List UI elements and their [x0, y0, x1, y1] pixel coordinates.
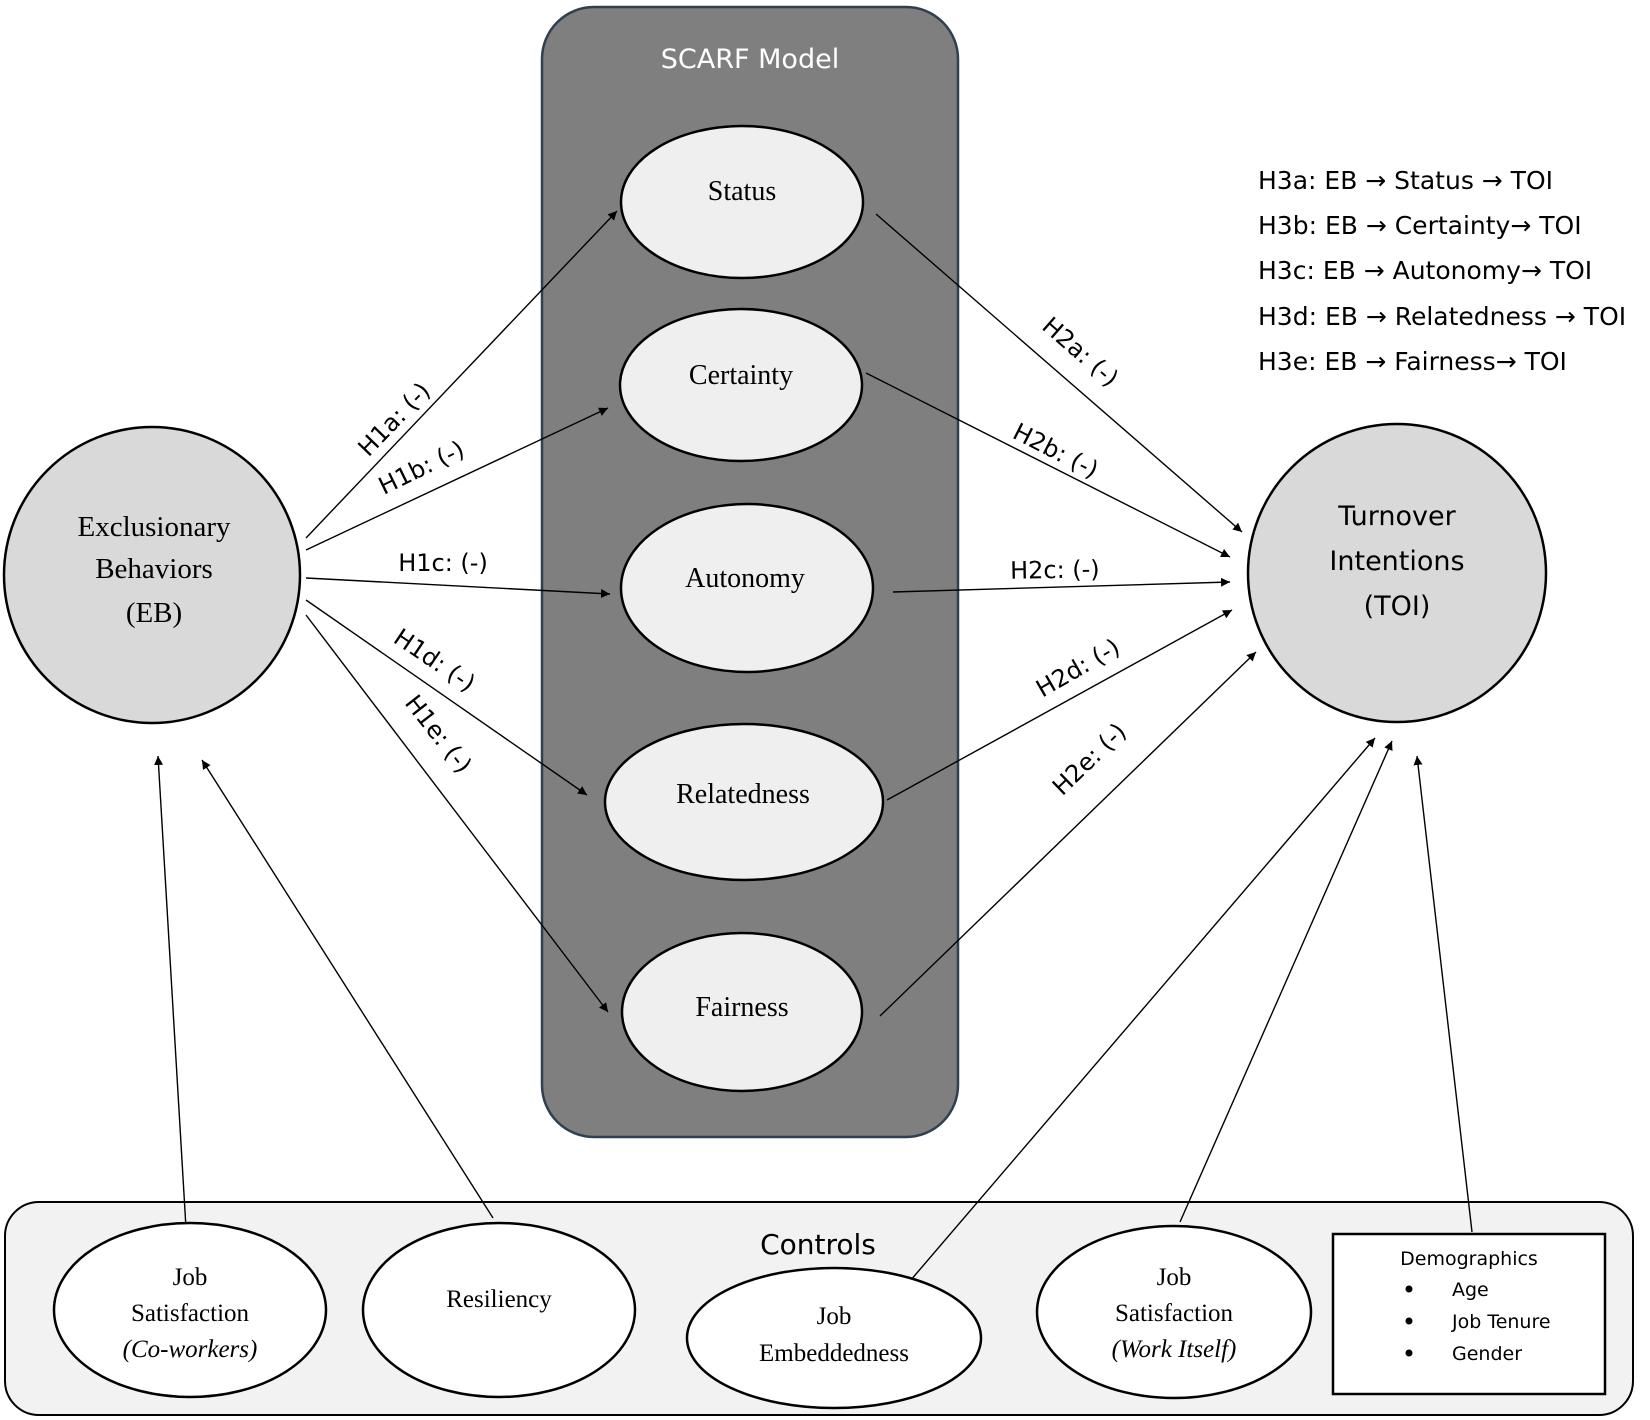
arrow-h1b [305, 407, 609, 551]
arrow-embeddedness-to-toi [909, 737, 1376, 1282]
node-autonomy: Autonomy [619, 502, 875, 674]
label-h1d: H1d: (-) [389, 623, 481, 697]
node-relatedness: Relatedness [603, 722, 885, 882]
node-certainty-label: Certainty [689, 360, 793, 391]
jsw-line2: Satisfaction [1115, 1300, 1234, 1327]
control-resiliency: Resiliency [361, 1221, 637, 1399]
arrow-h2a [875, 213, 1243, 533]
label-h2e: H2e: (-) [1047, 718, 1132, 801]
node-fairness-label: Fairness [695, 992, 788, 1023]
je-line1: Job [817, 1303, 852, 1330]
demographics-item-age: Age [1452, 1279, 1489, 1301]
arrow-resiliency-to-eb [201, 759, 494, 1219]
label-h1a: H1a: (-) [353, 377, 436, 462]
arrow-h2b [865, 372, 1231, 558]
label-h1e: H1e: (-) [399, 690, 477, 779]
bullet-icon [1405, 1317, 1413, 1325]
h3a-text: H3a: EB → Status → TOI [1258, 166, 1553, 195]
jsc-line3: (Co-workers) [123, 1336, 258, 1363]
arrow-jobsat-work-to-toi [1179, 740, 1393, 1223]
jsw-line3: (Work Itself) [1112, 1336, 1237, 1363]
arrow-jobsat-coworkers-to-eb [154, 755, 187, 1229]
demographics-item-job-tenure: Job Tenure [1451, 1311, 1551, 1333]
demographics-title: Demographics [1400, 1248, 1538, 1270]
jsc-line1: Job [173, 1264, 208, 1291]
demographics-item-gender: Gender [1452, 1343, 1522, 1365]
control-job-satisfaction-coworkers: Job Satisfaction (Co-workers) [52, 1221, 328, 1399]
eb-label-line3: (EB) [126, 597, 182, 629]
h3-hypotheses-list: H3a: EB → Status → TOI H3b: EB → Certain… [1258, 166, 1626, 376]
arrow-h2c [892, 577, 1231, 593]
eb-label-line2: Behaviors [95, 553, 213, 585]
h3d-text: H3d: EB → Relatedness → TOI [1258, 302, 1626, 331]
bullet-icon [1405, 1285, 1413, 1293]
node-turnover-intentions: Turnover Intentions (TOI) [1246, 422, 1548, 724]
h3c-text: H3c: EB → Autonomy→ TOI [1258, 256, 1592, 285]
toi-label-line2: Intentions [1329, 546, 1464, 577]
node-certainty: Certainty [618, 307, 864, 463]
arrow-h2d [886, 609, 1233, 801]
arrow-h2e [879, 651, 1257, 1017]
h3b-text: H3b: EB → Certainty→ TOI [1258, 211, 1582, 240]
label-h2a: H2a: (-) [1037, 312, 1124, 393]
node-relatedness-label: Relatedness [676, 779, 810, 810]
toi-label-line3: (TOI) [1364, 591, 1431, 622]
je-line2: Embeddedness [759, 1340, 909, 1367]
arrow-h1e [305, 614, 609, 1013]
jsc-line2: Satisfaction [131, 1300, 250, 1327]
arrow-h1a [305, 210, 618, 539]
label-h2c: H2c: (-) [1010, 555, 1100, 585]
jsw-line1: Job [1157, 1264, 1192, 1291]
control-job-satisfaction-work-itself: Job Satisfaction (Work Itself) [1035, 1224, 1313, 1400]
resiliency-label: Resiliency [446, 1286, 552, 1313]
label-h1c: H1c: (-) [398, 549, 488, 577]
toi-label-line1: Turnover [1337, 501, 1456, 532]
node-exclusionary-behaviors: Exclusionary Behaviors (EB) [2, 425, 302, 725]
controls-title: Controls [760, 1228, 876, 1261]
node-fairness: Fairness [620, 931, 864, 1093]
node-status-label: Status [708, 176, 776, 207]
bullet-icon [1405, 1349, 1413, 1357]
eb-label-line1: Exclusionary [77, 511, 231, 543]
label-h2d: H2d: (-) [1031, 633, 1124, 703]
node-autonomy-label: Autonomy [685, 563, 805, 594]
arrow-h1c [305, 577, 611, 599]
scarf-model-title: SCARF Model [661, 44, 839, 75]
arrow-demographics-to-toi [1413, 755, 1473, 1233]
label-h2b: H2b: (-) [1008, 418, 1102, 485]
node-status: Status [619, 124, 865, 280]
control-job-embeddedness: Job Embeddedness [685, 1266, 983, 1410]
arrow-h1d [305, 599, 588, 796]
h3e-text: H3e: EB → Fairness→ TOI [1258, 347, 1567, 376]
control-demographics: Demographics Age Job Tenure Gender [1331, 1232, 1607, 1396]
